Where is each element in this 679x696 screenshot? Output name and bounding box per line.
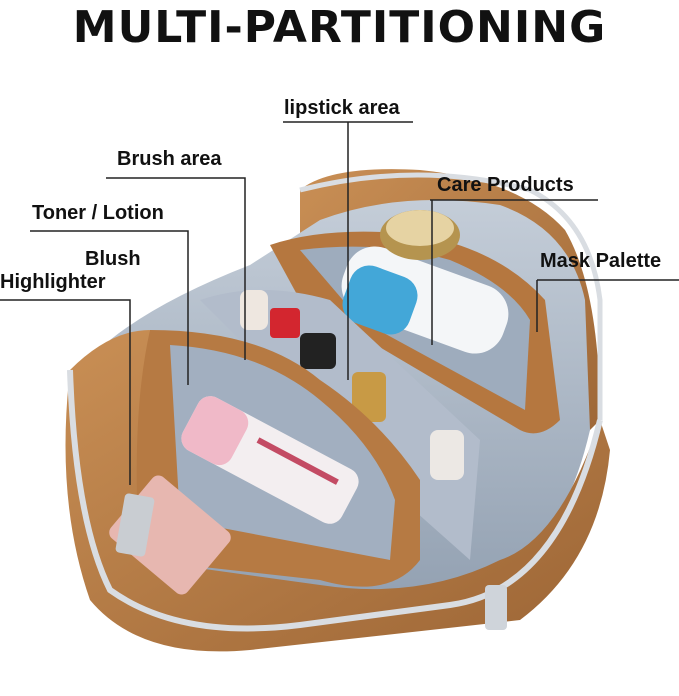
lipstick-red bbox=[270, 308, 300, 338]
label-toner-lotion: Toner / Lotion bbox=[32, 202, 164, 224]
leader-lipstick bbox=[283, 121, 413, 380]
lipstick-white bbox=[240, 290, 268, 330]
zipper-rim bbox=[67, 369, 603, 632]
zipper-pull bbox=[485, 585, 507, 630]
label-care-products: Care Products bbox=[437, 174, 574, 196]
care-tube bbox=[341, 246, 509, 354]
label-brush-area: Brush area bbox=[117, 148, 222, 170]
leader-care bbox=[430, 199, 598, 345]
brand-logo bbox=[115, 493, 155, 557]
label-mask-palette: Mask Palette bbox=[540, 250, 662, 272]
leader-blush bbox=[0, 299, 131, 485]
small-bottle bbox=[430, 430, 464, 480]
page-title: MULTI-PARTITIONING bbox=[72, 2, 607, 53]
toner-bottle bbox=[181, 396, 359, 524]
label-blush: Blush bbox=[85, 248, 141, 270]
label-lipstick-area: lipstick area bbox=[284, 97, 400, 119]
label-highlighter: Highlighter bbox=[0, 271, 106, 293]
gold-lipstick bbox=[352, 372, 386, 422]
leader-mask bbox=[536, 279, 679, 332]
leader-toner bbox=[30, 230, 189, 385]
nail-polish bbox=[300, 333, 336, 369]
leader-brush bbox=[106, 177, 246, 360]
